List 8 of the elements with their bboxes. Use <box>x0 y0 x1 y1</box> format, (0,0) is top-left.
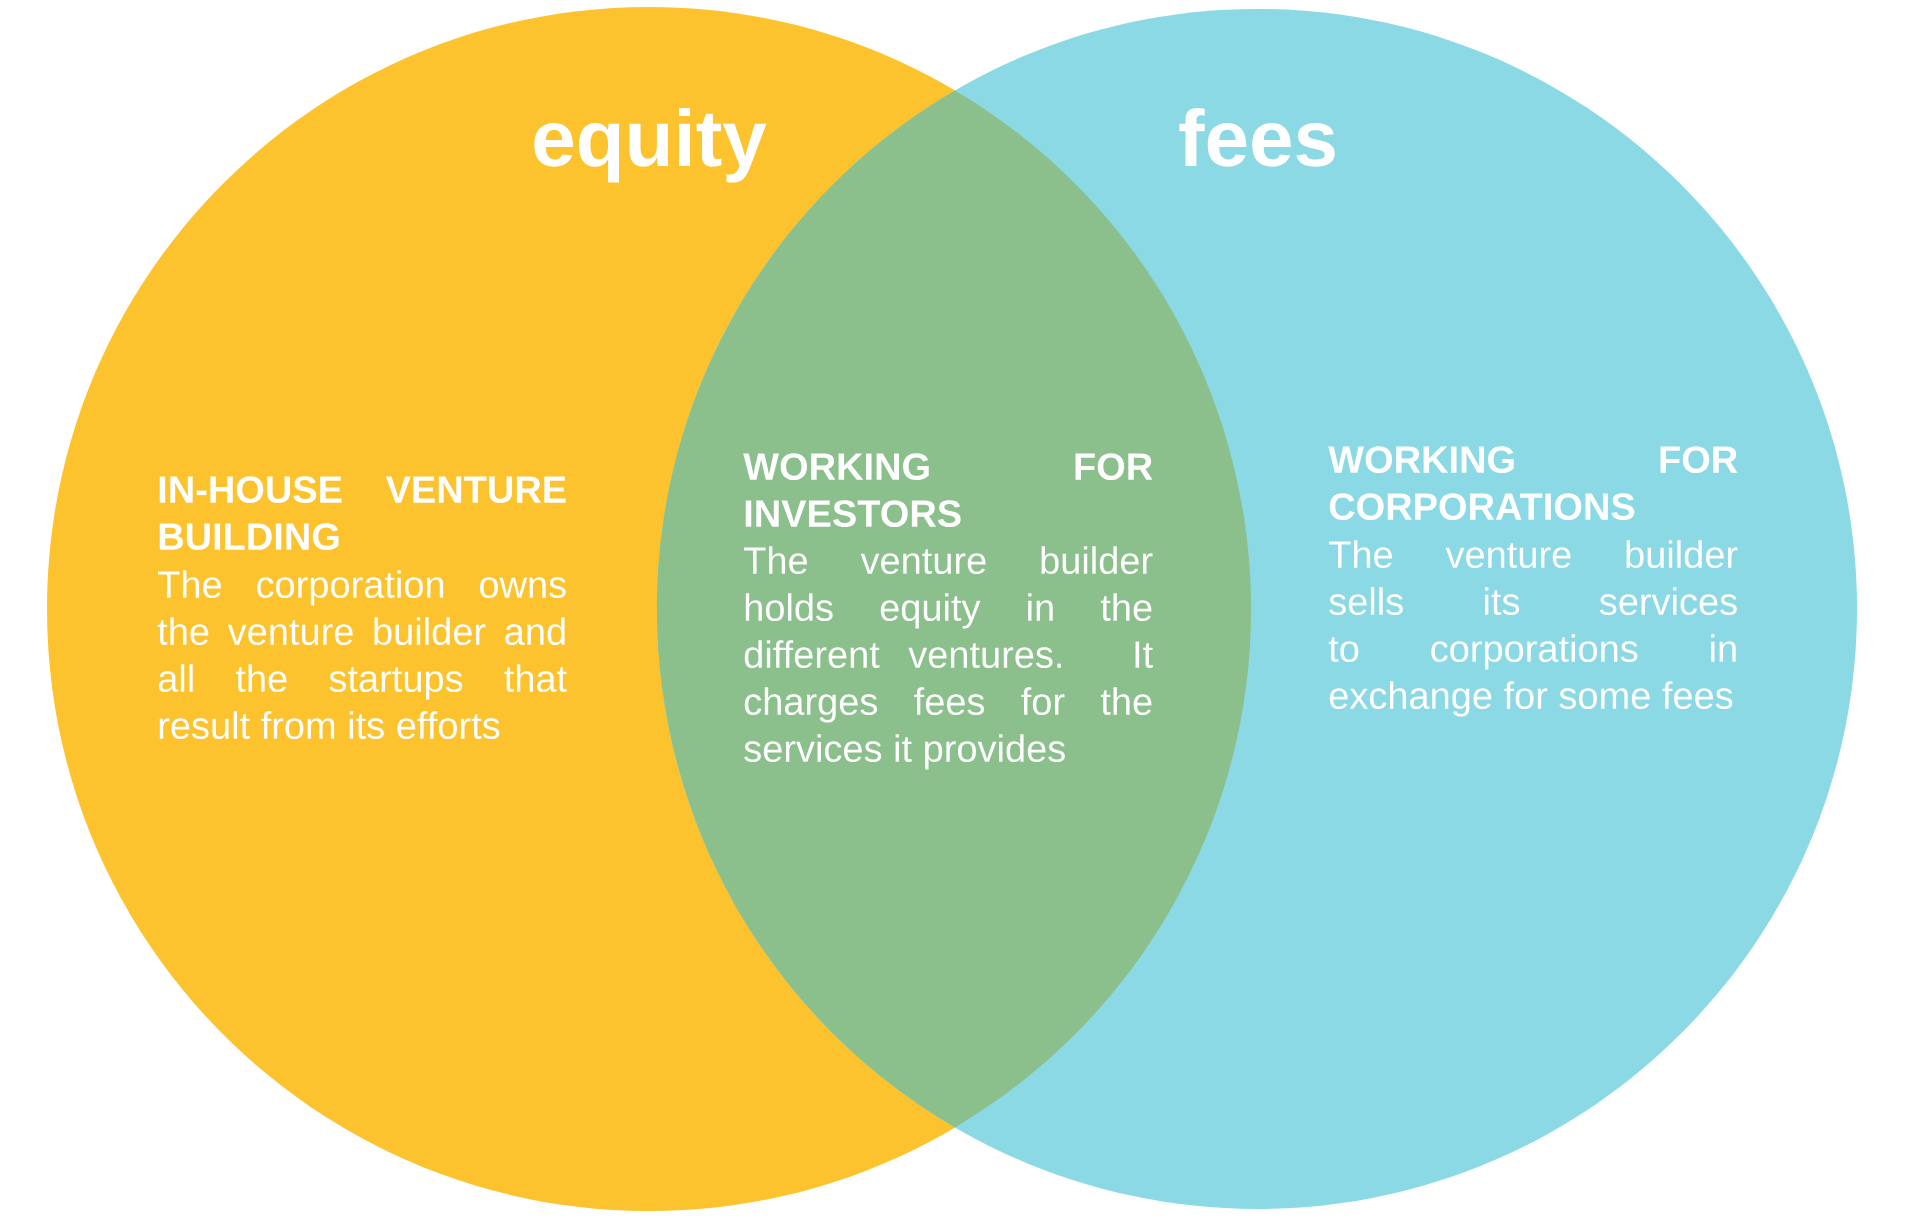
description-text: The venture builder holds equity in the different ventures. It charges fees for the services it provides <box>744 546 1153 770</box>
circle-label: equity <box>534 108 767 183</box>
description-text: The venture builder sells its services to corporations in exchange for some fees <box>1328 540 1738 717</box>
circle-label: fees <box>1179 108 1335 167</box>
section-heading: WORKING FOR CORPORATIONS <box>1328 446 1738 521</box>
section-heading: WORKING FOR INVESTORS <box>743 453 1153 528</box>
section-heading: IN-HOUSE VENTURE BUILDING <box>159 476 566 551</box>
description-text: The corporation owns the venture builder and all the startups that result from its efforts <box>157 570 567 740</box>
